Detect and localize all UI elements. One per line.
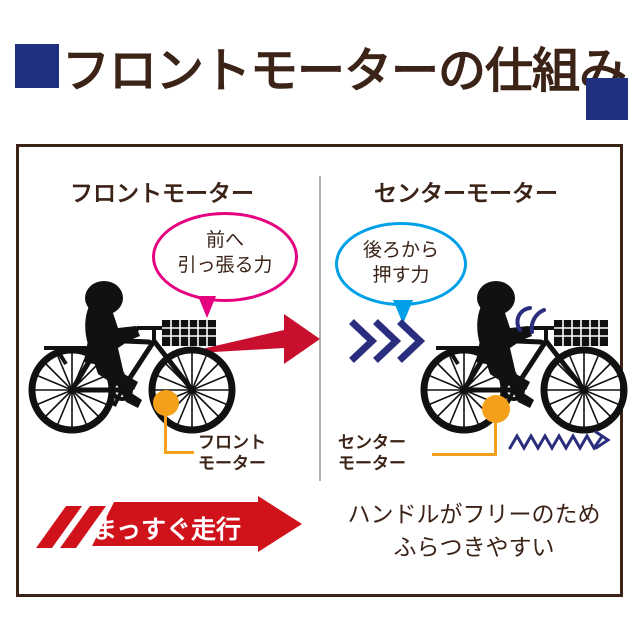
- page-title: フロントモーターの仕組み: [62, 45, 627, 98]
- push-from-behind-chevrons-icon: [349, 319, 426, 363]
- center-motor-label: センター モーター: [338, 433, 406, 473]
- rider-silhouette: [476, 281, 534, 408]
- front-motor-leader-horizontal: [164, 451, 194, 454]
- basket-icon: [554, 320, 608, 346]
- bicycle-front-motor-icon: [28, 281, 236, 434]
- front-motor-dot-icon: [153, 390, 179, 416]
- pull-forward-arrow-icon: [180, 314, 320, 364]
- straight-running-label: まっすぐ走行: [92, 516, 242, 544]
- basket-icon: [162, 320, 216, 346]
- rider-silhouette: [84, 281, 142, 408]
- center-motor-leader-horizontal: [432, 453, 497, 456]
- speech-bubble-center-motor: 後ろから 押す力: [335, 222, 467, 306]
- straight-running-banner-icon: [36, 496, 302, 552]
- front-motor-leader-vertical: [164, 412, 167, 454]
- speech-bubble-front-motor: 前へ 引っ張る力: [152, 212, 298, 302]
- front-motor-label: フロント モーター: [198, 433, 266, 473]
- title-square-left-icon: [15, 44, 59, 88]
- panel-heading-center-motor: センターモーター: [374, 180, 558, 206]
- center-motor-dot-icon: [482, 395, 510, 423]
- speech-bubble-tail-front-motor: [198, 296, 216, 318]
- speech-bubble-tail-center-motor: [393, 300, 413, 324]
- center-motor-conclusion: ハンドルがフリーのため ふらつきやすい: [347, 501, 601, 560]
- wobble-arc-icon: [515, 306, 546, 334]
- center-motor-leader-vertical: [494, 420, 497, 456]
- bicycle-center-motor-icon: [420, 281, 628, 434]
- title-square-right-icon: [586, 78, 628, 120]
- panel-divider: [319, 176, 321, 481]
- wavy-path-arrow-icon: [508, 430, 611, 451]
- page-title-bar: フロントモーターの仕組み: [0, 36, 640, 120]
- panel-heading-front-motor: フロントモーター: [70, 180, 254, 206]
